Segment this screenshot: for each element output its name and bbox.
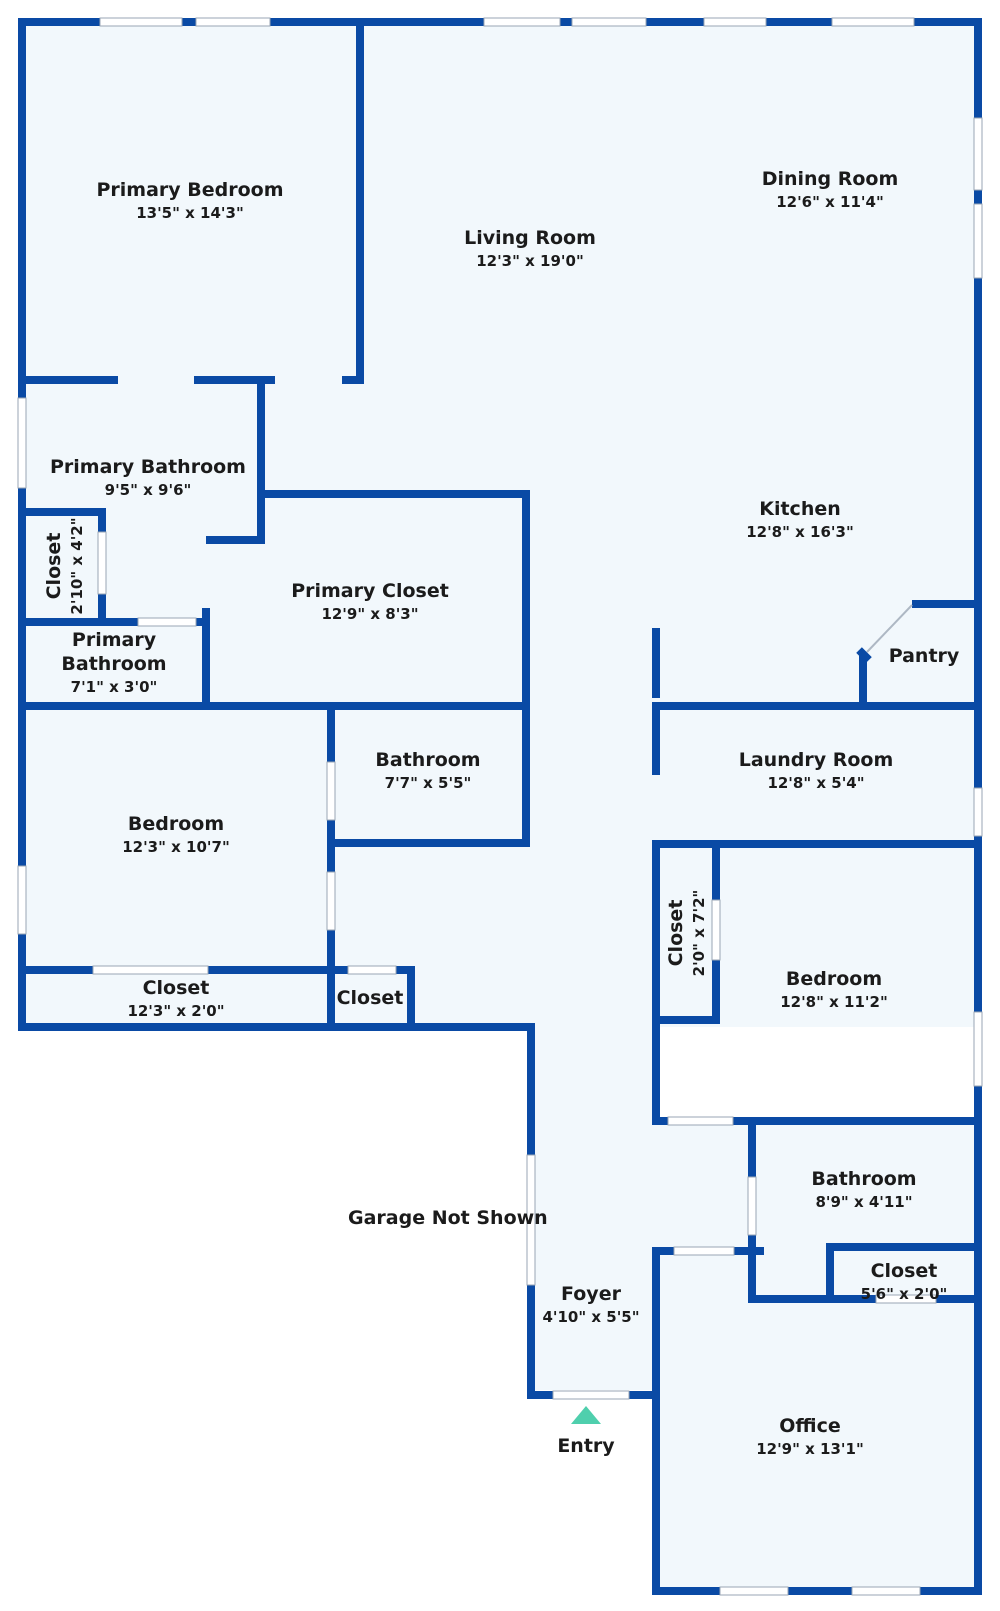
room-dimensions: 13'5" x 14'3" [136,204,244,222]
room-dimensions: 12'3" x 19'0" [476,252,584,270]
room-dimensions: 2'0" x 7'2" [690,890,708,977]
room-labels: Primary Bedroom 13'5" x 14'3" Living Roo… [43,168,960,1458]
room-name: Office [779,1415,841,1437]
entry-label: Entry [557,1435,615,1457]
room-pantry: Pantry [889,645,960,667]
room-bedroom-2: Bedroom 12'8" x 11'2" [780,968,888,1011]
room-name: Bedroom [786,968,882,990]
room-foyer: Foyer 4'10" x 5'5" [542,1283,639,1326]
room-dimensions: 7'1" x 3'0" [71,678,158,696]
room-dimensions: 12'3" x 10'7" [122,838,230,856]
floor-area [22,22,978,1590]
room-name: Laundry Room [739,749,894,771]
room-primary-bathroom: Primary Bathroom 9'5" x 9'6" [50,456,246,499]
room-name: Primary Bedroom [96,179,283,201]
room-dimensions: 8'9" x 4'11" [815,1193,912,1211]
room-name: Closet [43,533,65,600]
room-kitchen: Kitchen 12'8" x 16'3" [746,498,854,541]
room-office: Office 12'9" x 13'1" [756,1415,864,1458]
room-name: Closet [337,987,404,1009]
room-name: Pantry [889,645,960,667]
room-closet-hall: Closet [337,987,404,1009]
room-primary-bedroom: Primary Bedroom 13'5" x 14'3" [96,179,283,222]
room-dimensions: 12'8" x 5'4" [767,774,864,792]
room-name: Primary Bathroom [50,456,246,478]
room-name: Kitchen [759,498,841,520]
room-name: Bathroom [375,749,480,771]
room-closet-small: Closet 2'10" x 4'2" [43,517,86,614]
room-dimensions: 9'5" x 9'6" [105,481,192,499]
room-dimensions: 2'10" x 4'2" [68,517,86,614]
windows [17,17,983,1596]
garage-note: Garage Not Shown [348,1207,548,1229]
room-name-line-2: Bathroom [61,653,166,675]
room-name: Dining Room [762,168,899,190]
room-primary-bathroom-2: Primary Bathroom 7'1" x 3'0" [61,629,166,696]
room-bedroom-1: Bedroom 12'3" x 10'7" [122,813,230,856]
room-dimensions: 12'8" x 11'2" [780,993,888,1011]
room-dimensions: 5'6" x 2'0" [861,1285,948,1303]
room-closet-office: Closet 5'6" x 2'0" [861,1260,948,1303]
room-name: Living Room [464,227,596,249]
room-bathroom-1: Bathroom 7'7" x 5'5" [375,749,480,792]
room-dimensions: 12'6" x 11'4" [776,193,884,211]
room-name: Closet [871,1260,938,1282]
entry-arrow-icon [571,1406,601,1424]
room-dimensions: 12'9" x 8'3" [321,605,418,623]
room-bathroom-2: Bathroom 8'9" x 4'11" [811,1168,916,1211]
room-dining-room: Dining Room 12'6" x 11'4" [762,168,899,211]
room-name: Bathroom [811,1168,916,1190]
room-name: Closet [665,900,687,967]
room-dimensions: 12'9" x 13'1" [756,1440,864,1458]
room-living-room: Living Room 12'3" x 19'0" [464,227,596,270]
room-name: Closet [143,977,210,999]
room-name: Primary Closet [291,580,449,602]
room-closet-right: Closet 2'0" x 7'2" [665,890,708,977]
room-dimensions: 12'3" x 2'0" [127,1002,224,1020]
doors [92,531,937,1400]
room-name: Bedroom [128,813,224,835]
room-dimensions: 7'7" x 5'5" [385,774,472,792]
room-name: Foyer [561,1283,622,1305]
room-primary-closet: Primary Closet 12'9" x 8'3" [291,580,449,623]
room-closet-bedroom-1: Closet 12'3" x 2'0" [127,977,224,1020]
room-name-line-1: Primary [72,629,157,651]
room-dimensions: 4'10" x 5'5" [542,1308,639,1326]
room-laundry-room: Laundry Room 12'8" x 5'4" [739,749,894,792]
room-dimensions: 12'8" x 16'3" [746,523,854,541]
